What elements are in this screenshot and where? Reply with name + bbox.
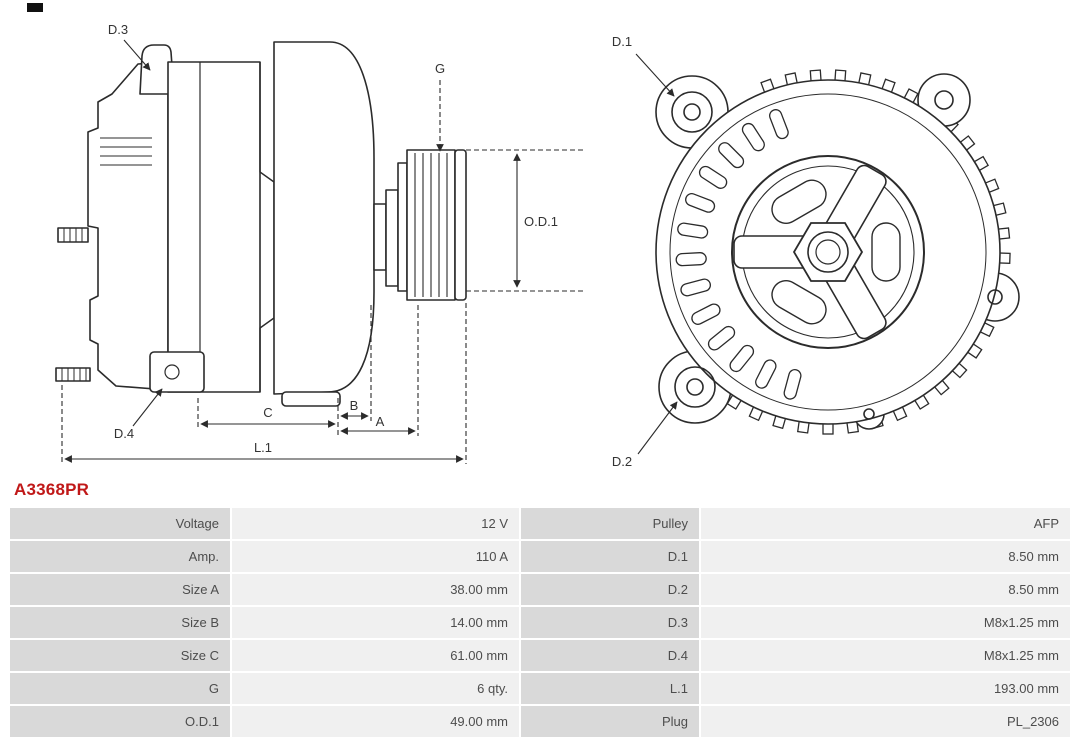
main-frame (167, 61, 261, 393)
spec-label: Pulley (521, 508, 699, 539)
rear-cover (87, 61, 169, 391)
spec-value: 14.00 mm (232, 607, 519, 638)
spec-label: Plug (521, 706, 699, 737)
dim-label-a: A (376, 414, 385, 429)
spec-table: Voltage 12 V Pulley AFP Amp. 110 A D.1 8… (10, 508, 1070, 737)
mount-foot-bottom (149, 351, 205, 393)
front-bracket (273, 41, 375, 395)
corner-mark (27, 3, 43, 12)
terminal-stud-upper (57, 227, 89, 243)
spec-label: Size A (10, 574, 230, 605)
spec-label: Amp. (10, 541, 230, 572)
spec-label: G (10, 673, 230, 704)
spec-value: M8x1.25 mm (701, 640, 1070, 671)
spec-label: Size B (10, 607, 230, 638)
spec-value: 110 A (232, 541, 519, 572)
spec-row: Size C 61.00 mm D.4 M8x1.25 mm (10, 640, 1070, 671)
dim-label-d2: D.2 (612, 454, 632, 469)
spec-value: AFP (701, 508, 1070, 539)
dim-label-l1: L.1 (254, 440, 272, 455)
dim-label-g: G (435, 61, 445, 76)
spec-label: D.2 (521, 574, 699, 605)
rear-cover-fins (100, 137, 152, 166)
product-code: A3368PR (14, 480, 90, 499)
dim-label-c: C (263, 405, 272, 420)
spec-value: PL_2306 (701, 706, 1070, 737)
spec-label: D.3 (521, 607, 699, 638)
dim-label-od1: O.D.1 (524, 214, 558, 229)
spec-value: M8x1.25 mm (701, 607, 1070, 638)
front-foot (281, 391, 341, 407)
spec-label: L.1 (521, 673, 699, 704)
spec-row: Size B 14.00 mm D.3 M8x1.25 mm (10, 607, 1070, 638)
spec-label: O.D.1 (10, 706, 230, 737)
mount-lug-top (139, 44, 175, 95)
spec-value: 61.00 mm (232, 640, 519, 671)
spec-row: G 6 qty. L.1 193.00 mm (10, 673, 1070, 704)
spec-row: Size A 38.00 mm D.2 8.50 mm (10, 574, 1070, 605)
spec-label: Voltage (10, 508, 230, 539)
terminal-stud-lower (55, 367, 91, 382)
spec-value: 6 qty. (232, 673, 519, 704)
front-view-drawing: D.1 D.2 (612, 34, 1020, 469)
dim-label-b: B (350, 398, 359, 413)
frame-seam (259, 62, 275, 392)
pulley-side (397, 149, 467, 301)
spec-value: 193.00 mm (701, 673, 1070, 704)
spec-value: 49.00 mm (232, 706, 519, 737)
alternator-diagram-svg: D.3 G O.D.1 D.4 C B A L.1 (55, 22, 1020, 469)
spec-value: 38.00 mm (232, 574, 519, 605)
technical-drawings: D.3 G O.D.1 D.4 C B A L.1 (55, 22, 1020, 469)
dim-label-d1: D.1 (612, 34, 632, 49)
spec-row: Amp. 110 A D.1 8.50 mm (10, 541, 1070, 572)
dim-label-d4: D.4 (114, 426, 134, 441)
shaft (373, 203, 387, 271)
spec-row: Voltage 12 V Pulley AFP (10, 508, 1070, 539)
spec-value: 8.50 mm (701, 541, 1070, 572)
pulley-front (731, 155, 925, 349)
spec-value: 12 V (232, 508, 519, 539)
spec-value: 8.50 mm (701, 574, 1070, 605)
spec-label: D.1 (521, 541, 699, 572)
spec-label: D.4 (521, 640, 699, 671)
dim-label-d3: D.3 (108, 22, 128, 37)
side-view-dimensions (61, 39, 585, 464)
spec-label: Size C (10, 640, 230, 671)
spec-row: O.D.1 49.00 mm Plug PL_2306 (10, 706, 1070, 737)
side-view-drawing (55, 41, 467, 407)
